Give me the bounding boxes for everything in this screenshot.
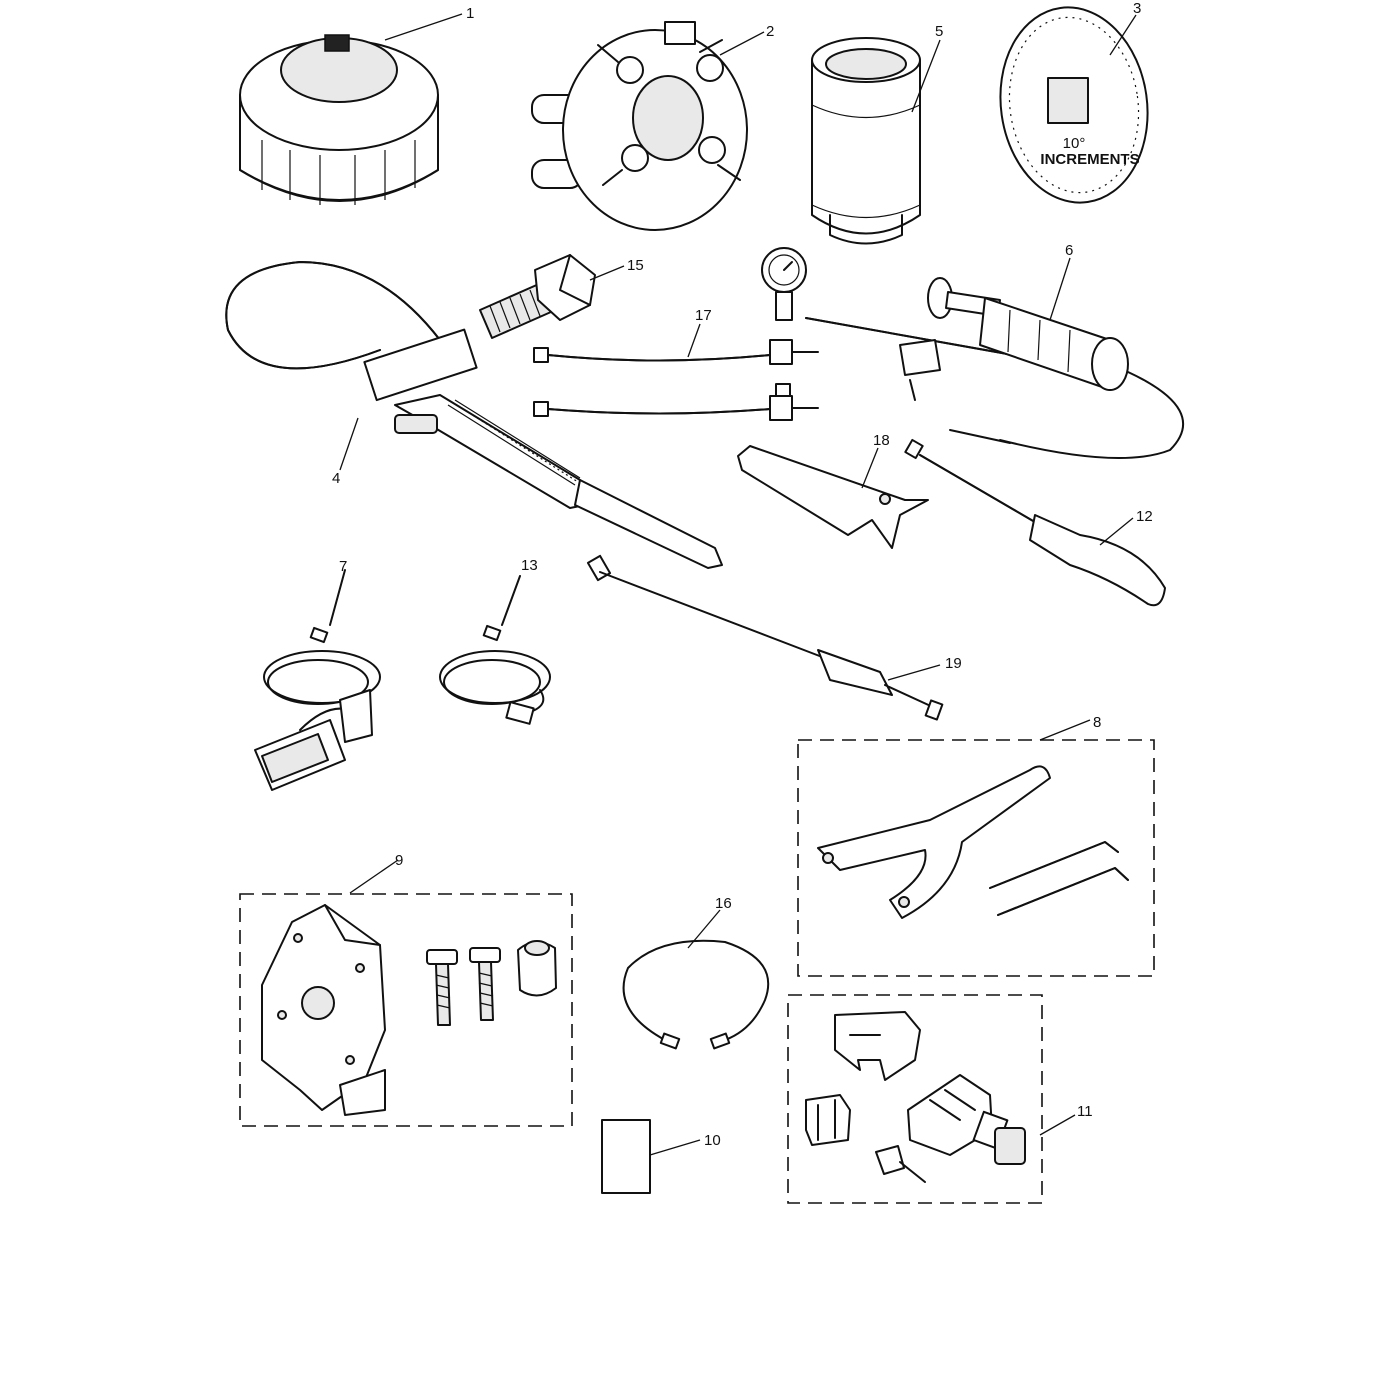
leader-15 — [589, 265, 625, 281]
part-11-holding-kit — [805, 1011, 1026, 1183]
kit-8-box — [797, 739, 1155, 977]
callout-18: 18 — [873, 432, 890, 449]
part-16-jumper-cable — [622, 939, 770, 1050]
callout-12: 12 — [1136, 508, 1153, 525]
callout-3: 3 — [1133, 0, 1141, 17]
callout-1: 1 — [466, 5, 474, 22]
part-7-diagnostic-cable — [254, 569, 381, 791]
leader-1 — [384, 13, 463, 41]
part-4-strap-wrench — [225, 261, 723, 569]
leader-5 — [911, 39, 941, 113]
part-6-extractor — [805, 277, 1185, 459]
kit-9-box — [239, 893, 573, 1127]
leader-11 — [1039, 1114, 1076, 1136]
callout-8: 8 — [1093, 714, 1101, 731]
part-18-spanner-wrench — [737, 445, 929, 549]
leader-17 — [687, 323, 701, 358]
callout-17: 17 — [695, 307, 712, 324]
part-8-spanner-wrench-kit — [817, 765, 1129, 919]
leader-9 — [349, 859, 399, 894]
leader-3 — [1109, 14, 1137, 56]
callout-4: 4 — [332, 470, 340, 487]
callout-19: 19 — [945, 655, 962, 672]
dial-degrees: 10° — [1063, 135, 1086, 152]
callout-11: 11 — [1077, 1103, 1093, 1120]
callout-6: 6 — [1065, 242, 1073, 259]
leader-8 — [1039, 719, 1091, 741]
kit-11-box — [787, 994, 1043, 1204]
callout-2: 2 — [766, 23, 774, 40]
callout-7: 7 — [339, 558, 347, 575]
part-3-angle-gauge: 10° INCREMENTS — [999, 6, 1149, 204]
part-13-cable — [439, 575, 551, 725]
callout-5: 5 — [935, 23, 943, 40]
leader-2 — [719, 31, 765, 56]
callout-10: 10 — [704, 1132, 721, 1149]
leader-10 — [649, 1139, 701, 1156]
part-10-instruction-sheet — [601, 1119, 651, 1194]
part-17-pressure-gauge-hoses — [533, 247, 819, 421]
part-9-holding-plate-kit — [261, 904, 557, 1116]
part-1-oil-filter-wrench — [239, 34, 439, 205]
part-5-installer-sleeve — [811, 37, 921, 245]
leader-16 — [687, 909, 721, 949]
part-2-holding-fixture — [531, 21, 748, 231]
callout-16: 16 — [715, 895, 732, 912]
leader-6 — [1049, 257, 1071, 321]
leader-18 — [861, 447, 879, 489]
part-15-adapter-bolt — [479, 254, 596, 339]
callout-15: 15 — [627, 257, 644, 274]
leader-12 — [1099, 517, 1134, 546]
dial-increments: INCREMENTS — [1040, 151, 1139, 168]
callout-13: 13 — [521, 557, 538, 574]
part-19-probe-tool — [586, 554, 944, 721]
leader-4 — [339, 417, 359, 471]
part-12-driver-tool — [904, 438, 1166, 607]
leader-19 — [887, 664, 941, 681]
callout-9: 9 — [395, 852, 403, 869]
